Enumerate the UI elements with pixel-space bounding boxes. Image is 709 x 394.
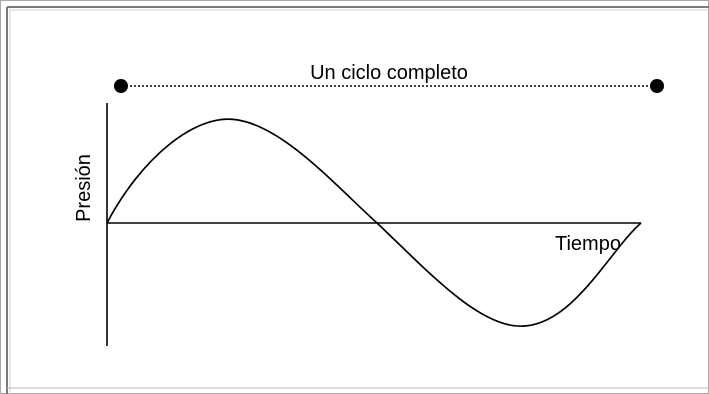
x-axis-label: Tiempo bbox=[555, 233, 621, 255]
pressure-wave bbox=[106, 118, 642, 327]
y-axis-label: Presión bbox=[73, 154, 95, 222]
cycle-start-dot bbox=[114, 79, 128, 93]
cycle-end-dot bbox=[650, 79, 664, 93]
cycle-label: Un ciclo completo bbox=[310, 62, 468, 84]
